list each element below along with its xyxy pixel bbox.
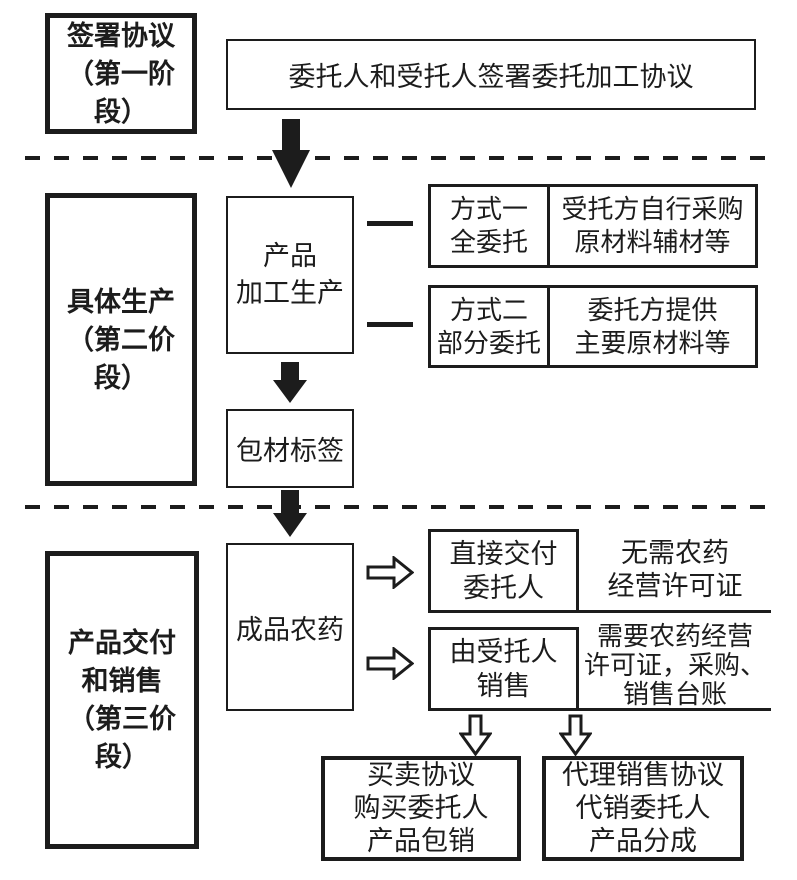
trustee-sale-note-line2: 许可证，采购、 xyxy=(583,650,766,680)
method2-left-line2: 部分委托 xyxy=(436,328,541,358)
stage-divider-line-1 xyxy=(25,156,775,160)
method1-left-line1: 方式一 xyxy=(449,195,528,224)
packaging-text: 包材标签 xyxy=(236,436,344,466)
processing-line1: 产品 xyxy=(263,241,317,271)
buyout-line1: 买卖协议 xyxy=(367,760,475,790)
stage-divider-line-2 xyxy=(25,505,775,509)
method2-right-line2: 主要原材料等 xyxy=(574,328,731,358)
trustee-sale-note: 需要农药经营 许可证，采购、 销售台账 xyxy=(579,622,771,711)
deliver-box: 直接交付 委托人 xyxy=(428,529,579,613)
trustee-sale-line1: 由受托人 xyxy=(449,637,558,667)
method2-left-cell: 方式二 部分委托 xyxy=(431,288,550,365)
stage1-label-line1: 签署协议 xyxy=(67,20,175,51)
solid-down-arrow-icon xyxy=(273,490,307,537)
connector-dash-method2 xyxy=(367,322,413,327)
deliver-line2: 委托人 xyxy=(463,573,544,603)
method1-box: 方式一 全委托 受托方自行采购 原材料辅材等 xyxy=(428,184,758,268)
hollow-right-arrow-icon xyxy=(366,556,414,589)
method1-left-cell: 方式一 全委托 xyxy=(431,187,550,265)
stage2-label-line2: （第二价段） xyxy=(67,324,175,393)
stage3-label-line1: 产品交付 xyxy=(68,628,176,658)
deliver-note-line1: 无需农药 xyxy=(621,537,729,568)
stage3-label-line2: 和销售 xyxy=(81,666,163,696)
hollow-down-arrow-icon xyxy=(559,714,592,756)
method1-right-cell: 受托方自行采购 原材料辅材等 xyxy=(550,187,755,265)
hollow-right-arrow-icon xyxy=(366,647,414,680)
processing-line2: 加工生产 xyxy=(236,278,344,308)
method1-left-line2: 全委托 xyxy=(449,228,528,257)
method2-right-line1: 委托方提供 xyxy=(587,295,718,325)
connector-dash-method1 xyxy=(367,221,413,226)
agency-line2: 代销委托人 xyxy=(575,793,711,823)
agency-box: 代理销售协议 代销委托人 产品分成 xyxy=(542,756,744,861)
method2-left-line1: 方式二 xyxy=(449,295,528,325)
deliver-note: 无需农药 经营许可证 xyxy=(579,529,771,613)
agreement-box: 委托人和受托人签署委托加工协议 xyxy=(226,39,756,110)
solid-down-arrow-icon xyxy=(273,362,307,403)
agency-line1: 代理销售协议 xyxy=(562,760,724,790)
buyout-box: 买卖协议 购买委托人 产品包销 xyxy=(321,756,521,861)
agency-line3: 产品分成 xyxy=(589,826,697,856)
stage1-label-line2: （第一阶段） xyxy=(67,58,175,127)
method2-right-cell: 委托方提供 主要原材料等 xyxy=(550,288,755,365)
finished-pesticide-box: 成品农药 xyxy=(226,543,354,711)
stage2-label-line1: 具体生产 xyxy=(67,286,175,317)
trustee-sale-note-line3: 销售台账 xyxy=(622,679,727,709)
solid-down-arrow-icon xyxy=(272,119,310,188)
method2-box: 方式二 部分委托 委托方提供 主要原材料等 xyxy=(428,285,758,368)
hollow-down-arrow-icon xyxy=(459,714,492,756)
stage2-label-box: 具体生产 （第二价段） xyxy=(45,193,197,486)
finished-pesticide-text: 成品农药 xyxy=(236,614,344,645)
method1-right-line2: 原材料辅材等 xyxy=(574,228,731,257)
method1-right-line1: 受托方自行采购 xyxy=(561,195,744,224)
packaging-box: 包材标签 xyxy=(226,409,354,488)
stage1-label-box: 签署协议 （第一阶段） xyxy=(45,13,197,134)
processing-box: 产品 加工生产 xyxy=(226,196,354,354)
deliver-note-line2: 经营许可证 xyxy=(607,570,743,601)
trustee-sale-line2: 销售 xyxy=(476,671,531,701)
stage3-label-box: 产品交付 和销售 （第三价段） xyxy=(45,551,199,849)
deliver-line1: 直接交付 xyxy=(449,539,558,569)
trustee-sale-box: 由受托人 销售 xyxy=(428,627,579,711)
buyout-line2: 购买委托人 xyxy=(353,793,489,823)
buyout-line3: 产品包销 xyxy=(367,826,475,856)
agreement-text: 委托人和受托人签署委托加工协议 xyxy=(288,62,694,92)
trustee-sale-note-line1: 需要农药经营 xyxy=(596,621,753,651)
stage3-label-line3: （第三价段） xyxy=(68,704,176,772)
